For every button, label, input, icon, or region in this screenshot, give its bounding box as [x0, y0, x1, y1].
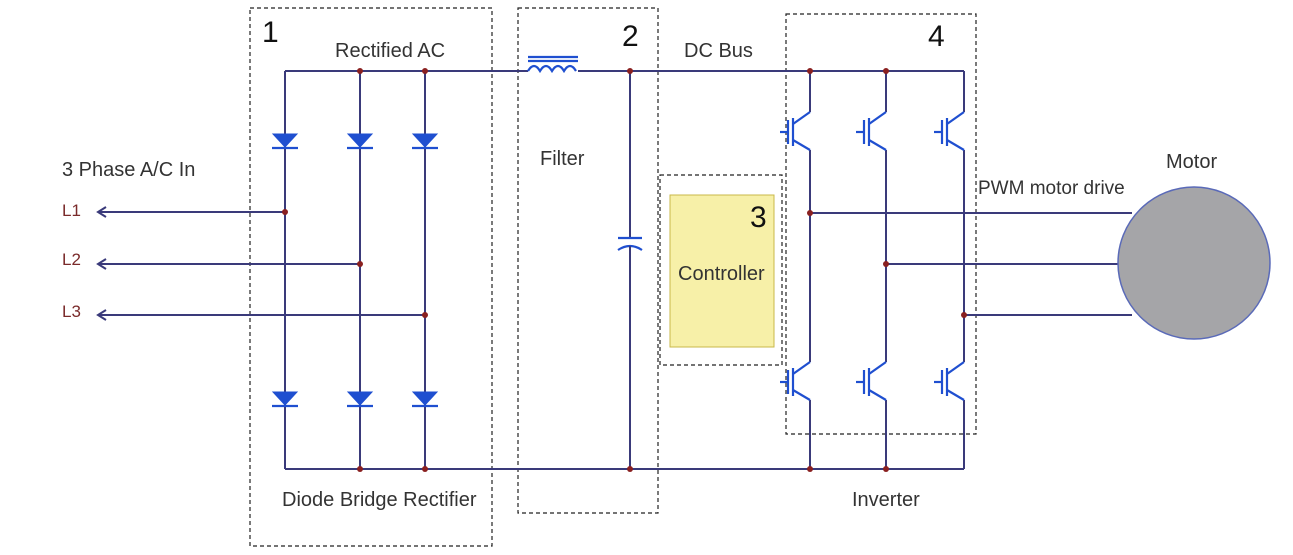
- filter-block-number: 2: [622, 20, 639, 53]
- three-phase-input-label: 3 Phase A/C In: [62, 159, 195, 181]
- junction-dots: [282, 68, 967, 472]
- inductor-symbol: [527, 55, 578, 74]
- igbt-icon: [856, 361, 887, 401]
- rectified-ac-label: Rectified AC: [335, 40, 445, 62]
- filter-block-outline: [517, 7, 659, 514]
- rectifier-leg-1: [271, 71, 299, 469]
- controller-label: Controller: [678, 263, 765, 285]
- phase-input-l2: [96, 258, 360, 270]
- filter-capacitor: [617, 71, 643, 469]
- diode-icon: [411, 133, 439, 148]
- inverter-leg-1: [780, 71, 811, 469]
- igbt-icon: [856, 111, 887, 151]
- controller-block-number: 3: [750, 201, 767, 234]
- phase-input-l3: [96, 309, 425, 321]
- diode-icon: [346, 391, 374, 406]
- inverter-block-number: 4: [928, 20, 945, 53]
- phase-label-l2: L2: [62, 250, 81, 269]
- igbt-icon: [780, 111, 811, 151]
- rectifier-block-outline: [249, 7, 493, 547]
- phase-label-l3: L3: [62, 302, 81, 321]
- diode-icon: [411, 391, 439, 406]
- controller-box: [669, 194, 775, 348]
- filter-label: Filter: [540, 148, 585, 170]
- pwm-motor-drive-label: PWM motor drive: [978, 178, 1125, 199]
- dc-bus-label: DC Bus: [684, 40, 753, 62]
- phase-label-l1: L1: [62, 201, 81, 220]
- inverter-label: Inverter: [852, 489, 920, 511]
- rectifier-leg-3: [411, 71, 439, 469]
- diode-icon: [271, 391, 299, 406]
- diode-bridge-rectifier-label: Diode Bridge Rectifier: [282, 489, 477, 511]
- rectifier-block-number: 1: [262, 16, 279, 49]
- diode-icon: [346, 133, 374, 148]
- igbt-icon: [780, 361, 811, 401]
- inverter-leg-2: [856, 71, 887, 469]
- inverter-leg-3: [934, 71, 965, 469]
- motor-label: Motor: [1166, 151, 1217, 173]
- phase-input-l1: [96, 206, 285, 218]
- motor-icon: [1117, 186, 1271, 340]
- inverter-block-outline: [785, 13, 977, 435]
- igbt-icon: [934, 361, 965, 401]
- diode-icon: [271, 133, 299, 148]
- rectifier-leg-2: [346, 71, 374, 469]
- igbt-icon: [934, 111, 965, 151]
- controller-block-outline: [659, 174, 783, 366]
